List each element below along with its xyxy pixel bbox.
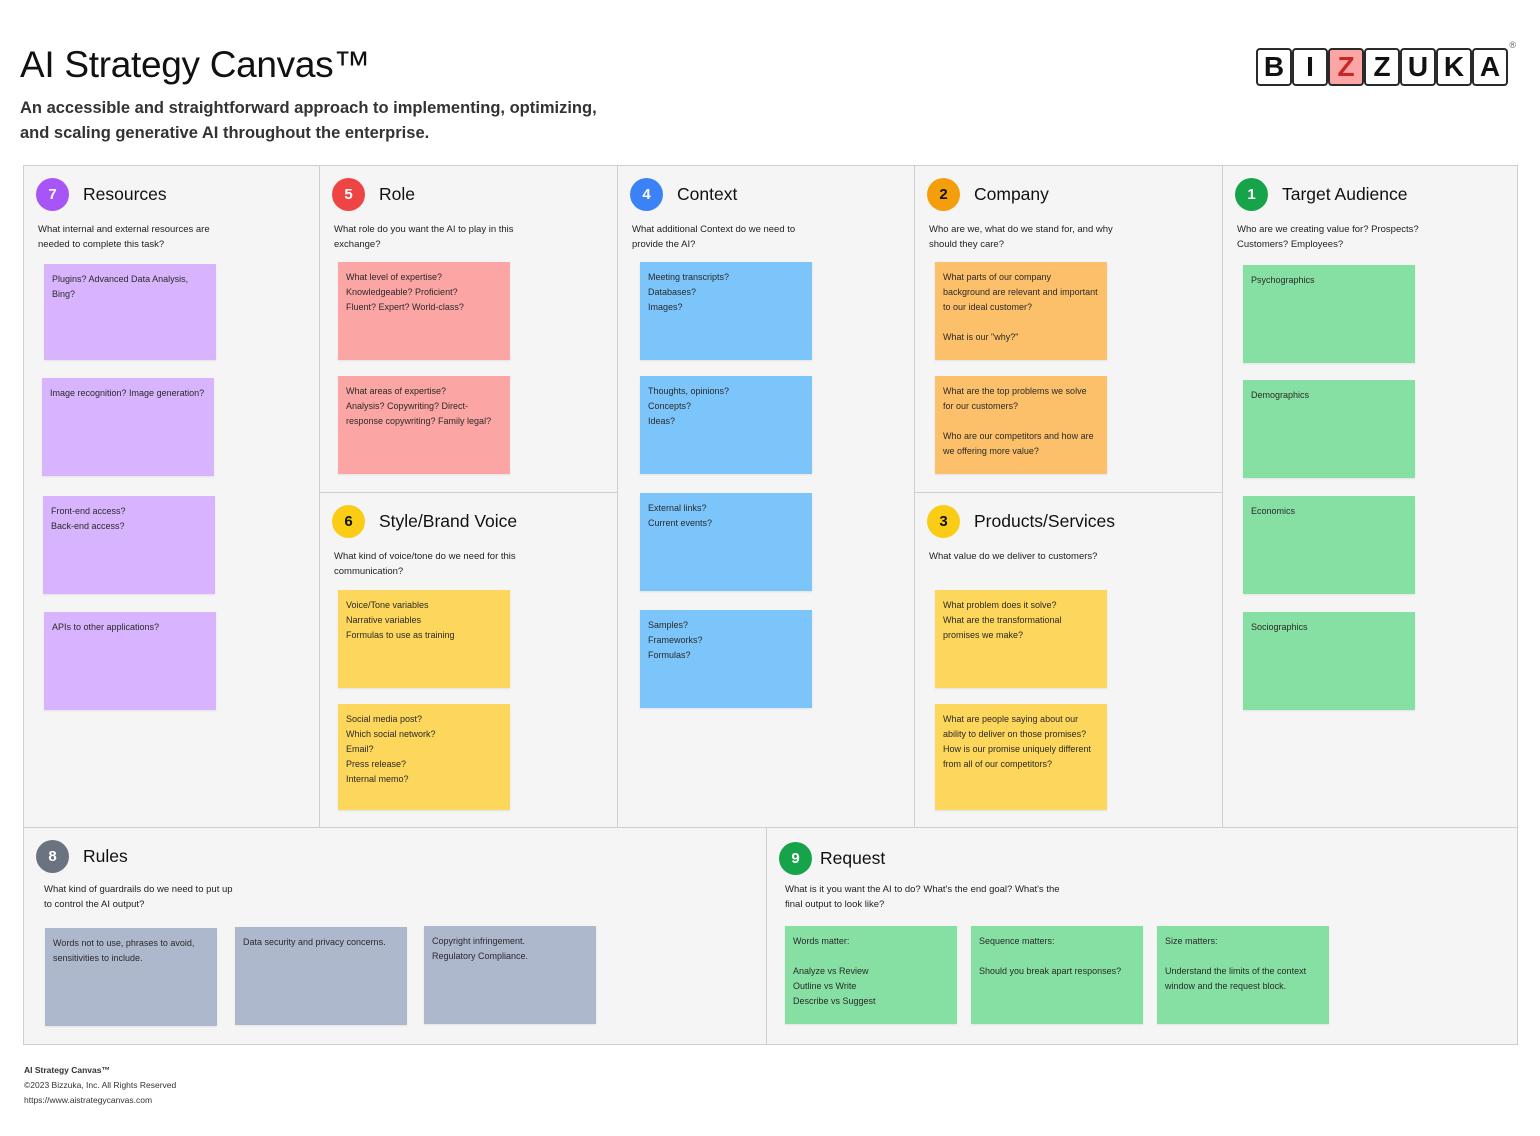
- sticky-note[interactable]: Size matters: Understand the limits of t…: [1157, 926, 1329, 1024]
- sticky-note[interactable]: Psychographics: [1243, 265, 1415, 363]
- sticky-note[interactable]: What are people saying about our ability…: [935, 704, 1107, 810]
- section-description: Who are we, what do we stand for, and wh…: [929, 224, 1113, 250]
- section-resources: 7 Resources What internal and external r…: [24, 166, 320, 828]
- section-title: Role: [379, 184, 415, 204]
- sticky-note[interactable]: Sociographics: [1243, 612, 1415, 710]
- section-title: Context: [677, 184, 738, 204]
- sticky-note[interactable]: External links? Current events?: [640, 493, 812, 591]
- section-title: Request: [820, 848, 886, 868]
- section-role: 5 Role What role do you want the AI to p…: [320, 166, 618, 493]
- section-description: What internal and external resources are…: [38, 224, 210, 250]
- section-rules: 8 Rules What kind of guardrails do we ne…: [24, 828, 767, 1044]
- bizzuka-logo: B I Z Z U K A ®: [1256, 40, 1516, 88]
- logo-letter: A: [1472, 48, 1508, 86]
- footer-title: AI Strategy Canvas™: [24, 1065, 110, 1075]
- number-badge: 4: [630, 178, 663, 211]
- logo-letter: Z: [1328, 48, 1364, 86]
- sticky-note[interactable]: APIs to other applications?: [44, 612, 216, 710]
- section-description: What value do we deliver to customers?: [929, 551, 1098, 562]
- sticky-note[interactable]: Data security and privacy concerns.: [235, 927, 407, 1025]
- page-title: AI Strategy Canvas™: [20, 44, 371, 85]
- sticky-note[interactable]: Words not to use, phrases to avoid, sens…: [45, 928, 217, 1026]
- sticky-note[interactable]: What are the top problems we solve for o…: [935, 376, 1107, 474]
- section-description: What kind of guardrails do we need to pu…: [44, 884, 233, 910]
- section-target-audience: 1 Target Audience Who are we creating va…: [1223, 166, 1517, 828]
- sticky-note[interactable]: Copyright infringement. Regulatory Compl…: [424, 926, 596, 1024]
- sticky-note[interactable]: Sequence matters: Should you break apart…: [971, 926, 1143, 1024]
- section-description: Who are we creating value for? Prospects…: [1237, 224, 1419, 250]
- number-badge: 8: [36, 840, 69, 873]
- logo-letter: Z: [1364, 48, 1400, 86]
- number-badge: 3: [927, 505, 960, 538]
- section-description: What is it you want the AI to do? What's…: [785, 884, 1060, 910]
- sticky-note[interactable]: Thoughts, opinions? Concepts? Ideas?: [640, 376, 812, 474]
- section-title: Company: [974, 184, 1049, 204]
- number-badge: 1: [1235, 178, 1268, 211]
- section-description: What kind of voice/tone do we need for t…: [334, 551, 516, 577]
- section-title: Products/Services: [974, 511, 1116, 531]
- logo-letter: U: [1400, 48, 1436, 86]
- section-description: What role do you want the AI to play in …: [334, 224, 514, 250]
- number-badge: 7: [36, 178, 69, 211]
- sticky-note[interactable]: Social media post? Which social network?…: [338, 704, 510, 810]
- footer-url[interactable]: https://www.aistrategycanvas.com: [24, 1095, 153, 1105]
- section-title: Style/Brand Voice: [379, 511, 518, 531]
- sticky-note[interactable]: Front-end access? Back-end access?: [43, 496, 215, 594]
- sticky-note[interactable]: Words matter: Analyze vs Review Outline …: [785, 926, 957, 1024]
- sticky-note[interactable]: Voice/Tone variables Narrative variables…: [338, 590, 510, 688]
- logo-letter: K: [1436, 48, 1472, 86]
- sticky-note[interactable]: What problem does it solve? What are the…: [935, 590, 1107, 688]
- section-title: Rules: [83, 846, 128, 866]
- sticky-note[interactable]: Plugins? Advanced Data Analysis, Bing?: [44, 264, 216, 360]
- number-badge: 5: [332, 178, 365, 211]
- canvas-board: 7 Resources What internal and external r…: [23, 165, 1518, 1045]
- number-badge: 6: [332, 505, 365, 538]
- registered-mark-icon: ®: [1509, 40, 1516, 50]
- section-style-brand-voice: 6 Style/Brand Voice What kind of voice/t…: [320, 493, 618, 828]
- number-badge: 2: [927, 178, 960, 211]
- sticky-note[interactable]: What areas of expertise? Analysis? Copyw…: [338, 376, 510, 474]
- number-badge: 9: [779, 842, 812, 875]
- section-context: 4 Context What additional Context do we …: [618, 166, 915, 828]
- sticky-note[interactable]: What level of expertise? Knowledgeable? …: [338, 262, 510, 360]
- sticky-note[interactable]: Economics: [1243, 496, 1415, 594]
- sticky-note[interactable]: What parts of our company background are…: [935, 262, 1107, 360]
- section-title: Resources: [83, 184, 167, 204]
- footer-copyright: ©2023 Bizzuka, Inc. All Rights Reserved: [24, 1080, 177, 1090]
- sticky-note[interactable]: Image recognition? Image generation?: [42, 378, 214, 476]
- section-request: 9 Request What is it you want the AI to …: [767, 828, 1517, 1044]
- sticky-note[interactable]: Meeting transcripts? Databases? Images?: [640, 262, 812, 360]
- section-products-services: 3 Products/Services What value do we del…: [915, 493, 1223, 828]
- sticky-note[interactable]: Samples? Frameworks? Formulas?: [640, 610, 812, 708]
- sticky-note[interactable]: Demographics: [1243, 380, 1415, 478]
- footer: AI Strategy Canvas™ ©2023 Bizzuka, Inc. …: [24, 1063, 176, 1108]
- logo-letter: B: [1256, 48, 1292, 86]
- section-company: 2 Company Who are we, what do we stand f…: [915, 166, 1223, 493]
- section-description: What additional Context do we need to pr…: [632, 224, 796, 250]
- page-subtitle: An accessible and straightforward approa…: [20, 99, 597, 142]
- logo-letter: I: [1292, 48, 1328, 86]
- section-title: Target Audience: [1282, 184, 1408, 204]
